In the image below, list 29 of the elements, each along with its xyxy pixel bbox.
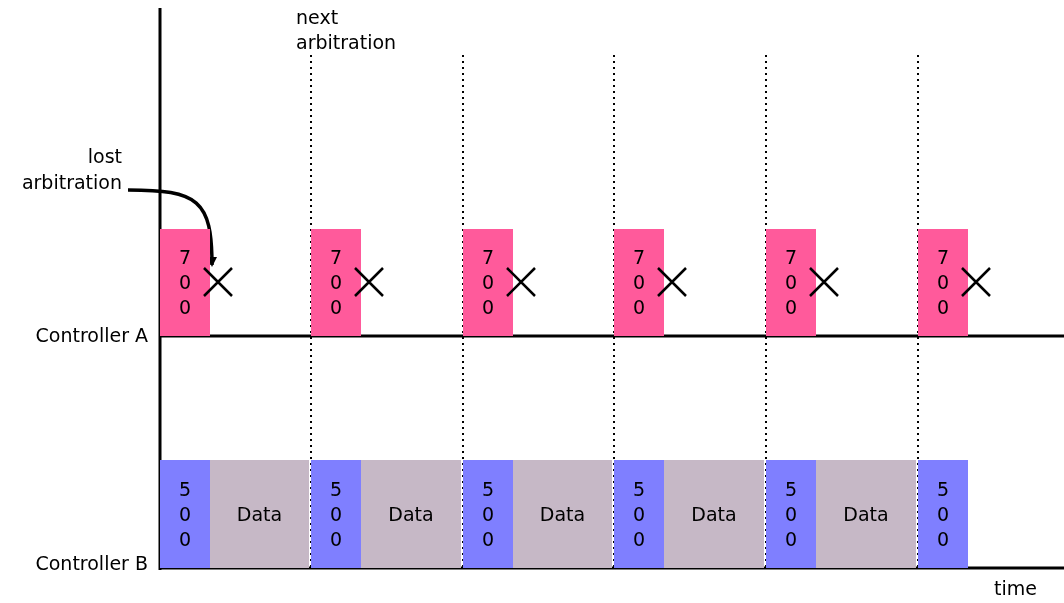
axis-label: time [994,576,1038,601]
frame-id-box: 5 0 0 [614,460,664,568]
frame-id-box: 7 0 0 [614,229,664,336]
data-field-box: Data [664,460,764,568]
cross-mark-icon [353,266,385,298]
data-field-box: Data [816,460,916,568]
frame-id-box: 5 0 0 [463,460,513,568]
cross-mark-icon [505,266,537,298]
cross-mark-icon [656,266,688,298]
frame-id-box: 7 0 0 [160,229,210,336]
annotation-text: lost arbitration [0,143,122,195]
cross-mark-icon [960,266,992,298]
curved-arrow [127,188,217,267]
frame-id-box: 5 0 0 [160,460,210,568]
frame-id-box: 5 0 0 [918,460,968,568]
frame-id-box: 7 0 0 [463,229,513,336]
cross-mark-icon [202,266,234,298]
frame-id-box: 7 0 0 [766,229,816,336]
frame-id-box: 5 0 0 [311,460,361,568]
cross-mark-icon [808,266,840,298]
frame-id-box: 5 0 0 [766,460,816,568]
axis-label: Controller A [34,323,148,348]
annotation-text: next arbitration [296,5,398,55]
frame-id-box: 7 0 0 [918,229,968,336]
frame-id-box: 7 0 0 [311,229,361,336]
data-field-box: Data [361,460,461,568]
axis-label: Controller B [34,551,148,576]
data-field-box: Data [210,460,309,568]
data-field-box: Data [513,460,612,568]
